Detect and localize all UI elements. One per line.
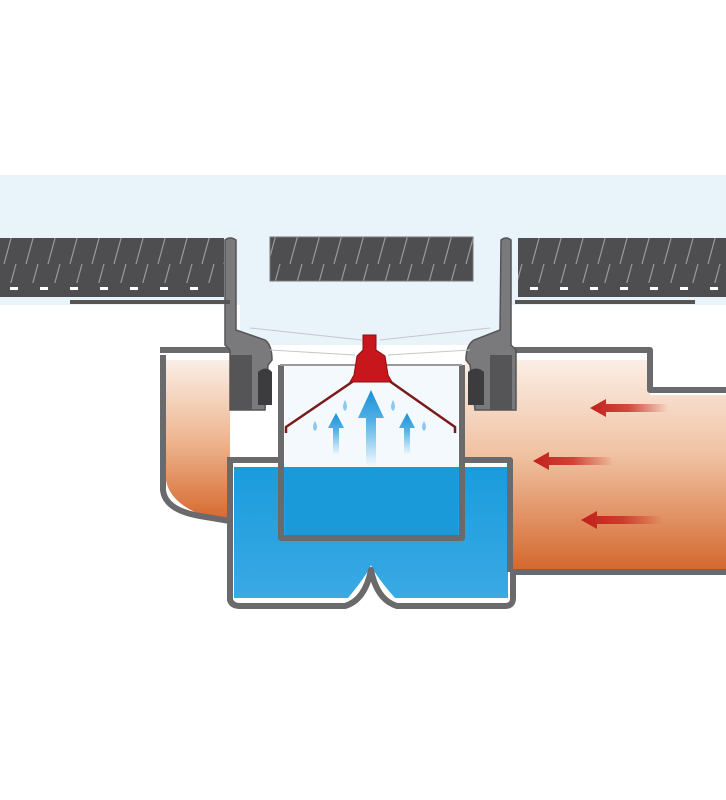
inner-cup-water xyxy=(285,467,458,537)
flow-arrow-icon xyxy=(533,452,613,470)
center-grating xyxy=(269,236,474,282)
rising-vapor xyxy=(313,390,426,466)
flow-arrow-icon xyxy=(590,399,668,417)
droplet-icon xyxy=(343,400,347,411)
flow-arrow-icon xyxy=(581,511,662,529)
vapor-arrow-icon xyxy=(328,413,344,455)
drain-housing xyxy=(160,347,726,609)
droplet-icon xyxy=(422,421,426,431)
vapor-arrow-icon xyxy=(399,413,415,455)
droplet-icon xyxy=(391,400,395,411)
red-valve xyxy=(349,334,393,383)
valve-lines xyxy=(249,327,491,356)
droplet-icon xyxy=(313,421,317,431)
right-seal-assembly xyxy=(465,237,517,411)
left-seal-assembly xyxy=(224,237,273,411)
vapor-arrow-icon xyxy=(358,390,384,466)
right-grating xyxy=(515,238,726,304)
wastewater-left xyxy=(166,360,230,520)
left-grating xyxy=(0,238,230,304)
inflow-arrows xyxy=(533,399,668,529)
